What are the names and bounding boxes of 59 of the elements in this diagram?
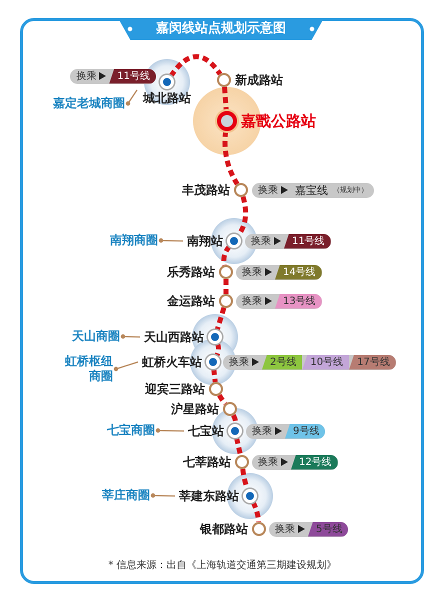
rail-line <box>211 368 218 382</box>
transfer-label: 换乘 <box>241 294 263 308</box>
transfer-label: 换乘 <box>274 522 296 536</box>
line-tag: 14号线 <box>275 264 322 280</box>
line-tag: 5号线 <box>308 522 348 536</box>
transfer-label: 换乘 <box>241 266 263 279</box>
leader-line <box>126 90 138 106</box>
station-name: 金运路站 <box>167 294 215 308</box>
leader-line <box>156 428 184 433</box>
station-name: 天山西路站 <box>144 330 204 344</box>
transfer-label: 换乘 <box>250 234 272 248</box>
line-tag: 13号线 <box>275 294 322 308</box>
district-label: 虹桥枢纽商圈 <box>57 354 113 384</box>
rail-line <box>217 394 228 406</box>
rail-line <box>214 306 226 332</box>
transfer-label: 换乘 <box>257 456 279 469</box>
district-label: 七宝商圈 <box>107 423 155 438</box>
leader-line <box>114 361 138 372</box>
line-tag: 17号线 <box>349 354 396 370</box>
station-name: 新成路站 <box>235 73 283 87</box>
rail-line <box>250 501 262 522</box>
district-label: 嘉定老城商圈 <box>53 96 125 111</box>
rail-line <box>222 130 240 186</box>
leader-line <box>120 334 140 339</box>
station-name: 南翔站 <box>187 234 223 248</box>
line-name: 嘉宝线 <box>294 182 329 198</box>
line-tag: 12号线 <box>291 454 338 470</box>
title-banner: 嘉闵线站点规划示意图 <box>118 18 324 40</box>
rail-line <box>224 279 228 294</box>
rail-line <box>234 437 243 456</box>
station-name: 虹桥火车站 <box>142 355 202 369</box>
leader-line <box>158 238 184 243</box>
station-name: 银都路站 <box>200 522 248 536</box>
station-name: 七宝站 <box>188 424 224 438</box>
district-label: 莘庄商圈 <box>102 488 150 503</box>
transfer-label: 换乘 <box>75 70 98 83</box>
line-tag: 2号线 <box>262 354 302 370</box>
caption: * 信息来源：出自《上海轨道交通第三期建设规划》 <box>107 558 338 572</box>
station-name: 沪星路站 <box>171 402 219 416</box>
station-name: 乐秀路站 <box>167 265 215 279</box>
station-name: 丰茂路站 <box>182 183 230 197</box>
station-name: 迎宾三路站 <box>145 382 205 396</box>
station-name: 莘建东路站 <box>179 489 239 503</box>
line-tag: 9号线 <box>285 424 326 438</box>
line-tag: 11号线 <box>284 234 331 248</box>
station-name: 七莘路站 <box>183 455 231 469</box>
station-name: 城北路站 <box>143 91 191 105</box>
transfer-label: 换乘 <box>251 424 273 438</box>
line-tag: 10号线 <box>302 354 350 370</box>
rail-line <box>221 244 232 266</box>
line-tag: 11号线 <box>109 68 156 84</box>
transfer-label: 换乘 <box>228 356 250 369</box>
district-label: 南翔商圈 <box>110 233 158 248</box>
transfer-label: 换乘 <box>257 184 279 197</box>
leader-line <box>150 493 176 498</box>
rail-line <box>214 342 222 358</box>
district-label: 天山商圈 <box>72 329 120 344</box>
station-name: 嘉戬公路站 <box>241 112 316 130</box>
rail-line <box>222 86 229 112</box>
